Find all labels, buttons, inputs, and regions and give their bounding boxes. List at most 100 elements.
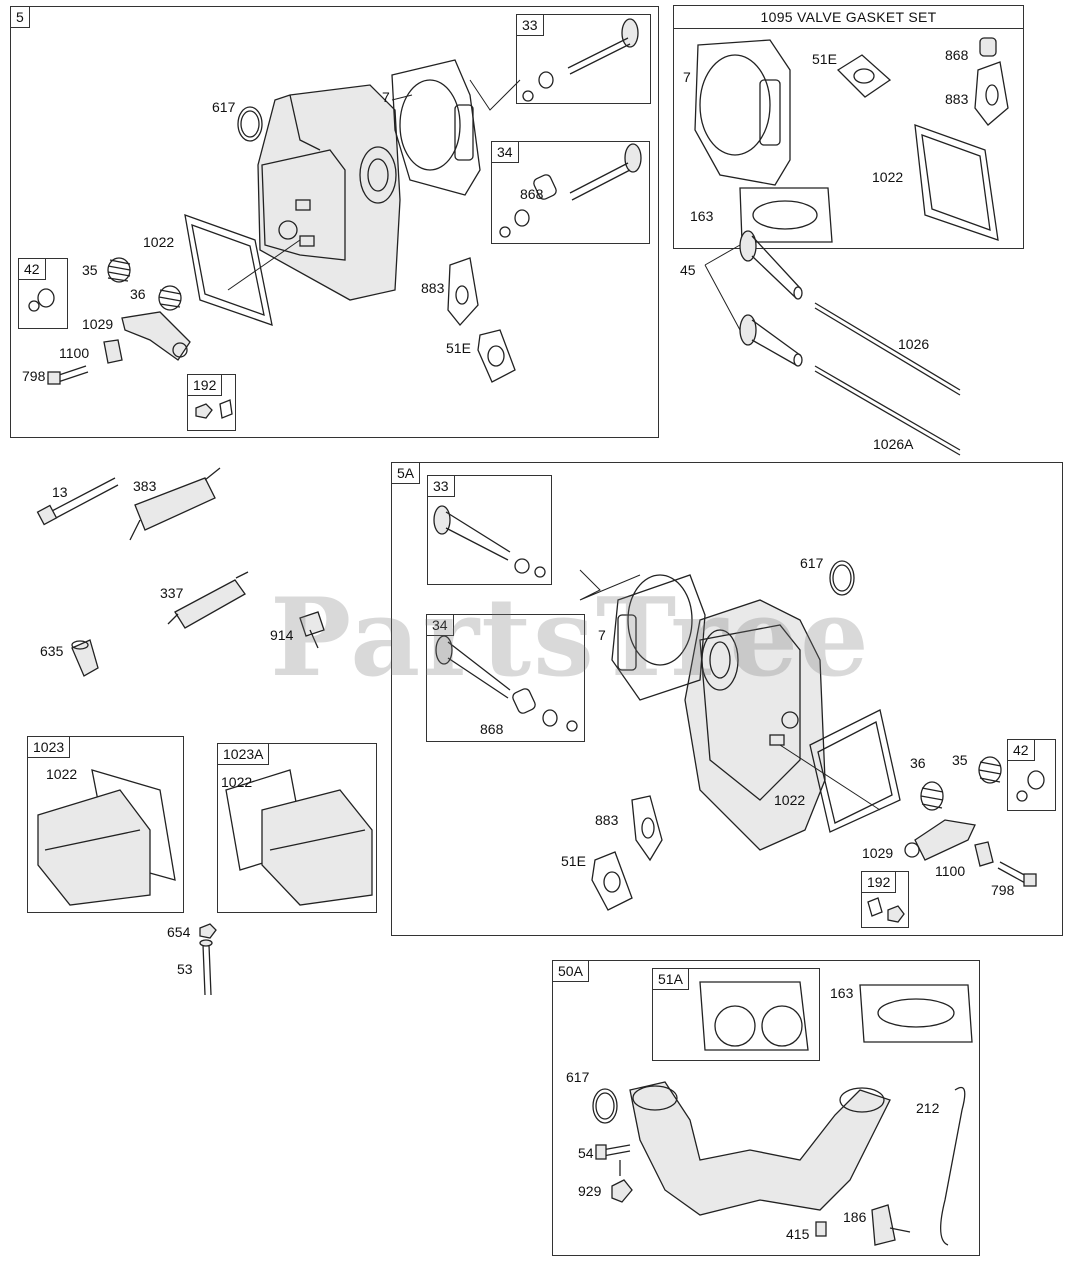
callout-914[interactable]: 914: [270, 627, 294, 643]
set-callout-163[interactable]: 163: [690, 208, 714, 224]
set-head-gasket-7[interactable]: [694, 39, 791, 186]
screw-914[interactable]: [299, 611, 325, 649]
callout-1100[interactable]: 1100: [59, 345, 90, 361]
set-cover-gasket-1022[interactable]: [914, 124, 999, 241]
callout-186[interactable]: 186: [843, 1209, 867, 1225]
exhaust-gasket-883-top[interactable]: [447, 257, 479, 327]
cylinder-head-top[interactable]: [257, 84, 401, 301]
kit-5a-34-tag[interactable]: 34: [426, 614, 454, 636]
head-gasket-7-5a[interactable]: [611, 574, 706, 701]
cover-gasket-1022-5a[interactable]: [809, 709, 901, 833]
kit-42-parts-top[interactable]: [28, 288, 55, 312]
kit-1023a-tag[interactable]: 1023A: [217, 743, 270, 765]
set-callout-51e[interactable]: 51E: [812, 51, 837, 67]
kit-5-tag[interactable]: 5: [10, 6, 30, 28]
rocker-arm-1029-5a[interactable]: [904, 819, 976, 861]
callout-883[interactable]: 883: [421, 280, 445, 296]
callout-50a-163[interactable]: 163: [830, 985, 854, 1001]
spring-36-5a[interactable]: [920, 781, 944, 811]
callout-1026[interactable]: 1026: [898, 336, 930, 352]
kit-192-tag[interactable]: 192: [187, 374, 223, 396]
kit-50a-tag[interactable]: 50A: [552, 960, 589, 982]
bolt-798-5a[interactable]: [997, 861, 1037, 887]
push-rod-1026a[interactable]: [814, 365, 961, 456]
callout-798[interactable]: 798: [22, 368, 46, 384]
valve-33-5a[interactable]: [433, 505, 546, 578]
set-callout-883[interactable]: 883: [945, 91, 969, 107]
intake-manifold[interactable]: [629, 1081, 891, 1216]
set-exhaust-gasket-883[interactable]: [974, 61, 1009, 126]
callout-5a-35[interactable]: 35: [952, 752, 968, 768]
callout-1029[interactable]: 1029: [82, 316, 114, 332]
kit-5a-42-parts[interactable]: [1016, 770, 1045, 802]
kit-5a-33-tag[interactable]: 33: [427, 475, 455, 497]
valve-33-top[interactable]: [522, 18, 639, 102]
callout-1023a-gasket[interactable]: 1022: [221, 774, 253, 790]
screw-54[interactable]: [595, 1144, 631, 1160]
callout-415[interactable]: 415: [786, 1226, 810, 1242]
fitting-186[interactable]: [871, 1204, 911, 1246]
cover-1023-body[interactable]: [37, 789, 151, 906]
callout-51e[interactable]: 51E: [446, 340, 471, 356]
tappet-45-lower[interactable]: [739, 314, 803, 367]
cover-1023a-body[interactable]: [261, 789, 373, 906]
valve-34-top[interactable]: [499, 143, 642, 238]
callout-1026a[interactable]: 1026A: [873, 436, 914, 452]
callout-654[interactable]: 654: [167, 924, 191, 940]
head-gasket-7-top[interactable]: [391, 59, 481, 196]
callout-1022[interactable]: 1022: [143, 234, 175, 250]
kit-5a-tag[interactable]: 5A: [391, 462, 421, 484]
kit-5a-192-parts[interactable]: [867, 897, 905, 923]
callout-53[interactable]: 53: [177, 961, 193, 977]
exhaust-gasket-883-5a[interactable]: [631, 795, 663, 862]
valve-34-5a[interactable]: [435, 635, 578, 732]
screw-929[interactable]: [611, 1160, 633, 1203]
set-intake-gasket-51e[interactable]: [836, 54, 892, 98]
callout-212[interactable]: 212: [916, 1100, 940, 1116]
valve-gasket-set-title[interactable]: 1095 VALVE GASKET SET: [674, 6, 1023, 29]
callout-5a-868[interactable]: 868: [480, 721, 504, 737]
kit-33-tag[interactable]: 33: [516, 14, 544, 36]
bolt-13[interactable]: [36, 477, 119, 526]
set-valve-seal-868[interactable]: [979, 37, 997, 57]
elbow-635[interactable]: [71, 639, 99, 677]
valve-gasket-617-5a[interactable]: [829, 560, 855, 596]
spring-35-top[interactable]: [107, 257, 131, 283]
breather-tube-383[interactable]: [129, 467, 221, 541]
callout-5a-883[interactable]: 883: [595, 812, 619, 828]
callout-383[interactable]: 383: [133, 478, 157, 494]
callout-36[interactable]: 36: [130, 286, 146, 302]
set-callout-7[interactable]: 7: [683, 69, 691, 85]
callout-35[interactable]: 35: [82, 262, 98, 278]
intake-gasket-51e-top[interactable]: [477, 329, 516, 383]
callout-635[interactable]: 635: [40, 643, 64, 659]
kit-51a-tag[interactable]: 51A: [652, 968, 689, 990]
push-rod-1026[interactable]: [814, 302, 961, 396]
callout-5a-798[interactable]: 798: [991, 882, 1015, 898]
set-callout-868[interactable]: 868: [945, 47, 969, 63]
spring-36-top[interactable]: [158, 285, 182, 311]
kit-42-tag[interactable]: 42: [18, 258, 46, 280]
kit-192-parts-top[interactable]: [195, 399, 233, 419]
gasket-617-50a[interactable]: [592, 1088, 618, 1124]
callout-7[interactable]: 7: [382, 89, 390, 105]
nut-654[interactable]: [199, 923, 217, 939]
set-manifold-gasket-163[interactable]: [739, 187, 833, 243]
tappet-45-upper[interactable]: [739, 230, 803, 300]
stud-53[interactable]: [199, 939, 213, 996]
kit-5a-192-tag[interactable]: 192: [861, 871, 897, 893]
set-callout-1022[interactable]: 1022: [872, 169, 904, 185]
callout-5a-51e[interactable]: 51E: [561, 853, 586, 869]
callout-5a-7[interactable]: 7: [598, 627, 606, 643]
callout-929[interactable]: 929: [578, 1183, 602, 1199]
bolt-798-top[interactable]: [47, 365, 89, 385]
cylinder-head-5a[interactable]: [684, 599, 826, 851]
intake-gasket-51e-5a[interactable]: [591, 851, 633, 911]
callout-868[interactable]: 868: [520, 186, 544, 202]
callout-337[interactable]: 337: [160, 585, 184, 601]
valve-gasket-617-top[interactable]: [237, 106, 263, 142]
callout-617[interactable]: 617: [212, 99, 236, 115]
spring-35-5a[interactable]: [978, 756, 1002, 784]
callout-13[interactable]: 13: [52, 484, 68, 500]
callout-50a-617[interactable]: 617: [566, 1069, 590, 1085]
